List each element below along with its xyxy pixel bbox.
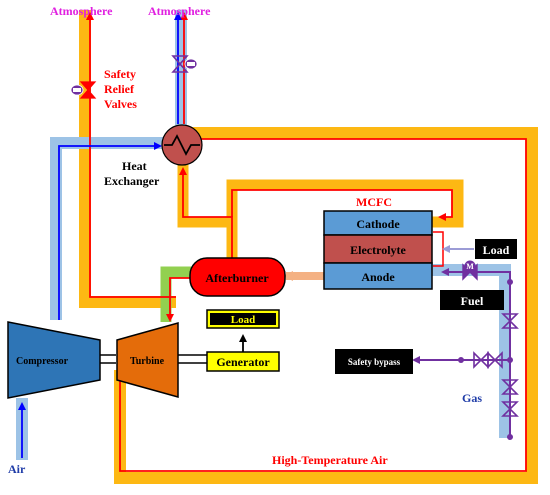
load-gen-label: Load (231, 314, 255, 326)
load-gen-inner (210, 313, 276, 325)
mcfc-label: MCFC (356, 195, 392, 209)
electrolyte-label: Electrolyte (350, 243, 406, 257)
red-flow-afterburner-hx (179, 167, 233, 258)
gas-check-valves (473, 313, 519, 417)
compressor-label: Compressor (16, 356, 69, 367)
gas-line-nodes (458, 279, 513, 440)
check-valve-icon (487, 351, 503, 369)
high-temp-air-label: High-Temperature Air (272, 453, 388, 467)
green-pipe-turbine-inlet (160, 266, 192, 322)
heat-exchanger-line1: Heat (122, 159, 147, 173)
flow-lines (18, 12, 527, 472)
blue-pipe-compressor-hx (50, 137, 163, 320)
relief-valve-right[interactable] (171, 55, 198, 73)
shaft-compressor-turbine-a (100, 354, 116, 364)
check-valve-icon (501, 313, 519, 329)
afterburner-label: Afterburner (205, 271, 269, 285)
red-flow-anode-bracket (433, 231, 444, 267)
safety-relief-line2: Relief (104, 82, 135, 96)
generator-label: Generator (216, 355, 270, 369)
heat-exchanger-icon (161, 124, 203, 166)
safety-relief-line3: Valves (104, 97, 137, 111)
anode-label: Anode (361, 270, 395, 284)
text-labels: Atmosphere Atmosphere Safety Relief Valv… (8, 4, 510, 476)
load-fc-box (475, 239, 517, 259)
pipes (16, 10, 538, 484)
cathode-label: Cathode (356, 217, 400, 231)
afterburner-box (189, 257, 286, 297)
gas-node (507, 434, 513, 440)
gas-node (507, 279, 513, 285)
heat-exchanger-line2: Exchanger (104, 174, 160, 188)
red-flow-hta (119, 135, 527, 472)
red-flow-afterburner-turbine (166, 277, 190, 322)
anode-box (323, 262, 433, 290)
generator-box (206, 351, 280, 372)
safety-bypass-box (335, 349, 413, 374)
fuel-label: Fuel (461, 294, 484, 308)
atmosphere-right-label: Atmosphere (148, 4, 211, 18)
air-label: Air (8, 462, 26, 476)
red-flow-cathode-loop (231, 189, 453, 221)
turbine-shape (116, 322, 179, 398)
red-flow-relief (86, 12, 176, 298)
mcfc-stack (323, 210, 433, 290)
load-fc-label: Load (483, 243, 510, 257)
check-valve-icon (501, 401, 519, 417)
atmosphere-left-label: Atmosphere (50, 4, 113, 18)
motorized-valve-icon[interactable]: M (462, 260, 478, 281)
turbine-label: Turbine (130, 356, 165, 367)
gas-node (458, 357, 464, 363)
gas-label: Gas (462, 391, 482, 405)
check-valve-icon (501, 379, 519, 395)
fuel-box (440, 290, 504, 310)
valve-symbol: M (466, 262, 474, 271)
orange-pipe-relief (79, 10, 176, 308)
compressor-shape (7, 321, 101, 399)
electrolyte-box (323, 234, 433, 264)
shaft-turbine-generator-a (178, 354, 207, 364)
orange-pipe-afterburner-hx (177, 162, 238, 258)
relief-valve-left[interactable] (70, 81, 97, 99)
gas-node (507, 357, 513, 363)
safety-bypass-label: Safety bypass (348, 357, 401, 367)
safety-relief-line1: Safety (104, 67, 136, 81)
blue-flow-compressor-hx (58, 142, 162, 320)
